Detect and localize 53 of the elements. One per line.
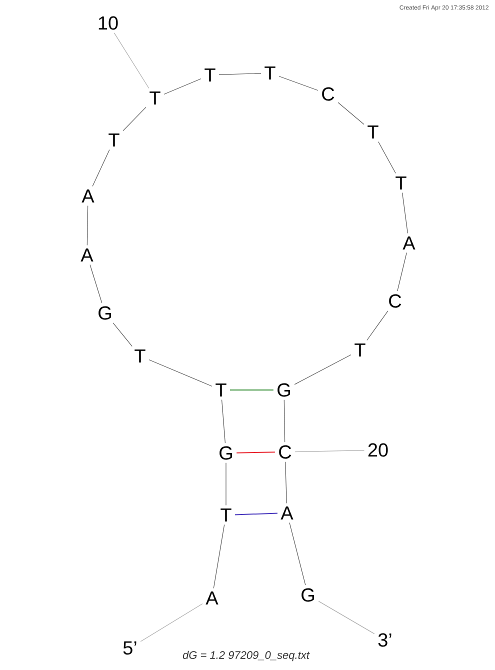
backbone-line: [218, 73, 262, 75]
backbone-line: [397, 252, 407, 292]
base-letter: T: [204, 68, 216, 82]
base-letter: G: [220, 446, 232, 460]
backbone-line: [122, 106, 146, 132]
base-letter: C: [389, 294, 402, 308]
base-letter: T: [108, 133, 120, 147]
backbone-line: [294, 354, 352, 385]
backbone-line: [164, 78, 202, 95]
caption: dG = 1.2 97209_0_seq.txt: [182, 650, 310, 662]
backbone-line: [213, 524, 225, 589]
base-letter: A: [402, 236, 416, 250]
backbone-line: [92, 149, 110, 187]
base-letter: A: [82, 189, 94, 203]
backbone-line: [90, 264, 102, 304]
base-letter: T: [216, 383, 226, 397]
base-pair-line: [236, 452, 276, 454]
base-letter: T: [396, 176, 406, 190]
leader-line: [140, 604, 203, 642]
backbone-line: [289, 522, 306, 586]
backbone-line: [221, 399, 226, 444]
base-letter: T: [150, 91, 160, 105]
backbone-line: [284, 400, 286, 442]
backbone-line: [378, 141, 396, 174]
base-letter: G: [302, 588, 314, 602]
backbone-line: [338, 102, 364, 125]
backbone-line: [86, 205, 88, 246]
base-letter: T: [368, 125, 378, 139]
leader-line: [294, 450, 365, 452]
backbone-line: [112, 322, 132, 347]
base-letter: T: [134, 349, 146, 363]
base-letter: T: [220, 508, 232, 522]
base-letter: A: [280, 506, 294, 520]
position-number: 5’: [123, 641, 136, 655]
backbone-line: [278, 76, 318, 91]
base-letter: G: [278, 383, 290, 397]
position-number: 20: [368, 443, 388, 457]
backbone-line: [402, 192, 408, 234]
backbone-line: [366, 310, 388, 341]
leader-line: [318, 600, 375, 634]
position-number: 3’: [378, 633, 392, 647]
base-letter: A: [206, 591, 218, 605]
base-letter: T: [354, 343, 366, 357]
base-letter: C: [322, 87, 334, 101]
backbone-line: [148, 359, 212, 387]
base-letter: G: [98, 306, 111, 320]
leader-line: [114, 32, 150, 89]
base-letter: T: [264, 66, 276, 80]
backbone-line: [285, 462, 287, 504]
base-letter: A: [80, 248, 94, 262]
position-number: 10: [98, 16, 118, 30]
base-pair-line: [234, 512, 278, 516]
base-letter: C: [279, 445, 292, 459]
